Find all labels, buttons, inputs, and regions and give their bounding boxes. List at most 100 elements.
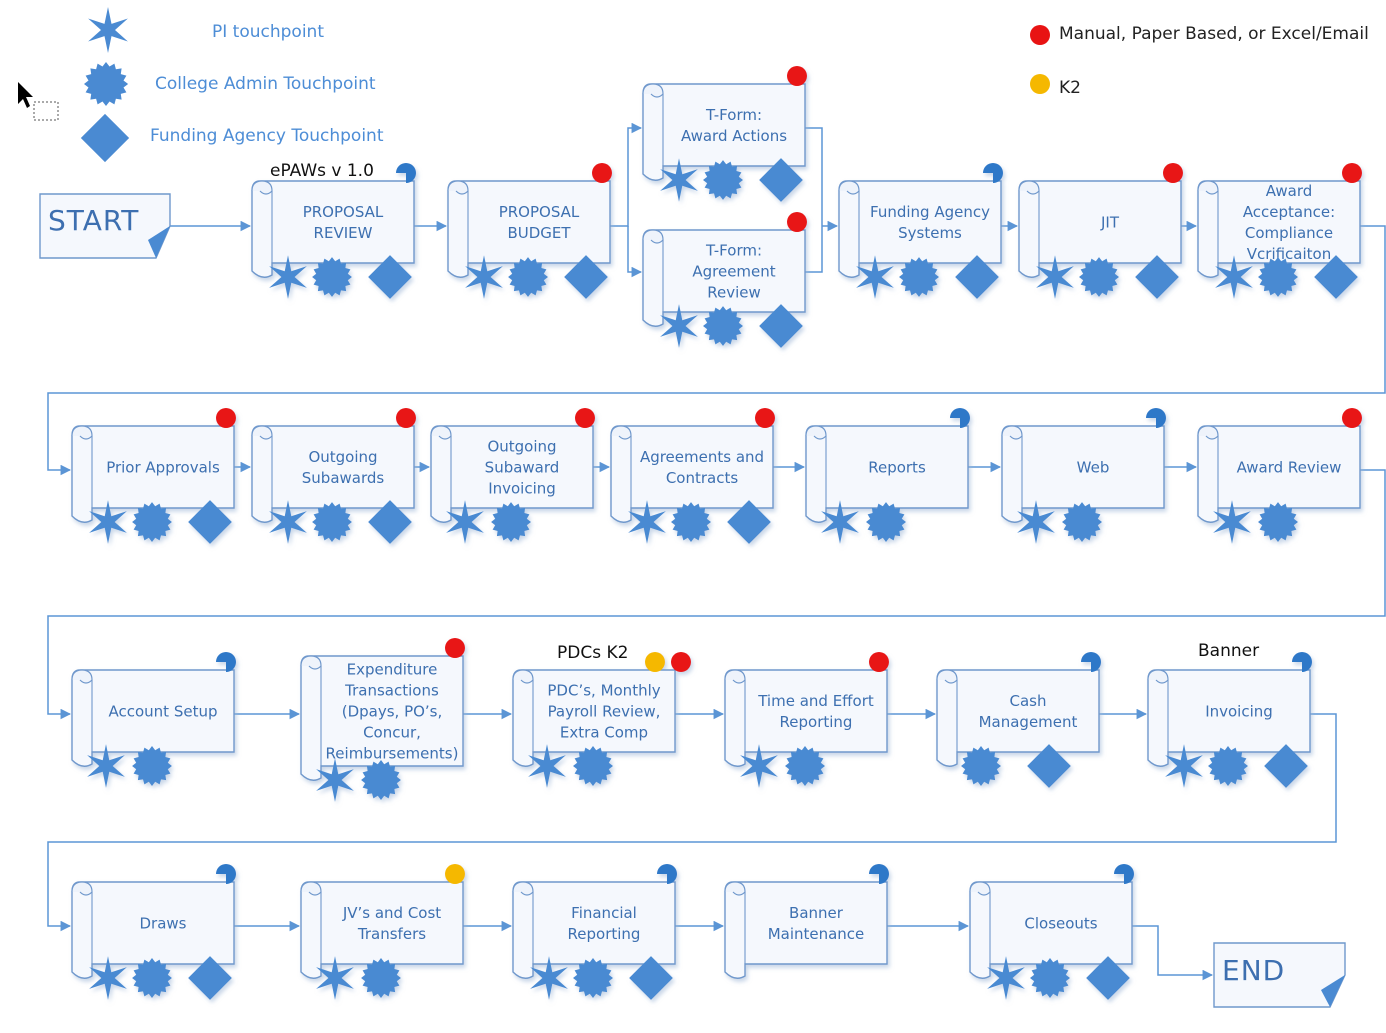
step-label: Reports xyxy=(868,458,926,476)
star-icon xyxy=(530,956,568,1000)
touchpoint-pi xyxy=(821,500,859,544)
legend-label: Manual, Paper Based, or Excel/Email xyxy=(1059,24,1369,44)
step-draws: Draws xyxy=(71,864,236,1000)
touchpoint-pi xyxy=(1017,500,1055,544)
manual-status-icon xyxy=(445,638,465,658)
touchpoint-funding xyxy=(629,956,673,1000)
touchpoint-pi xyxy=(446,500,484,544)
diamond-icon xyxy=(629,956,673,1000)
touchpoint-pi xyxy=(1213,500,1251,544)
star-icon xyxy=(316,758,354,802)
diamond-icon xyxy=(368,255,412,299)
seal-icon xyxy=(132,502,172,542)
seal-icon xyxy=(1208,746,1248,786)
touchpoint-pi xyxy=(740,744,778,788)
star-icon xyxy=(89,956,127,1000)
seal-icon xyxy=(361,760,401,800)
diamond-icon xyxy=(955,255,999,299)
touchpoint-college xyxy=(508,257,548,297)
scroll-curl xyxy=(805,425,827,440)
seal-icon xyxy=(573,958,613,998)
flow-arrow xyxy=(1132,925,1214,981)
step-label: T-Form:Award Actions xyxy=(681,106,787,145)
touchpoint-pi xyxy=(660,304,698,348)
banner-caption: Banner xyxy=(1198,641,1259,661)
pdcs-caption: PDCs K2 xyxy=(557,643,628,663)
seal-icon xyxy=(1030,958,1070,998)
touchpoint-college xyxy=(573,746,613,786)
legend-item-manual: Manual, Paper Based, or Excel/Email xyxy=(1030,24,1369,45)
touchpoint-college xyxy=(1079,257,1119,297)
touchpoint-pi xyxy=(89,956,127,1000)
end-label: END xyxy=(1222,954,1285,987)
star-icon xyxy=(528,744,566,788)
manual-status-icon xyxy=(1163,163,1183,183)
scroll-curl xyxy=(642,83,664,98)
star-icon xyxy=(269,500,307,544)
scroll-curl xyxy=(1197,425,1219,440)
star-icon xyxy=(1165,744,1203,788)
scroll-curl xyxy=(71,425,93,440)
step-jit: JIT xyxy=(1018,163,1183,299)
star-icon xyxy=(660,158,698,202)
manual-status-icon xyxy=(787,212,807,232)
touchpoint-funding xyxy=(1135,255,1179,299)
star-icon xyxy=(269,255,307,299)
step-label: Draws xyxy=(140,914,187,932)
seal-icon xyxy=(491,502,531,542)
legend-item-k2: K2 xyxy=(1030,74,1081,98)
star-icon xyxy=(1213,500,1251,544)
legend-item-funding: Funding Agency Touchpoint xyxy=(80,113,384,163)
diamond-icon xyxy=(727,500,771,544)
touchpoint-pi xyxy=(269,255,307,299)
flow-arrow xyxy=(47,225,1386,476)
touchpoint-funding xyxy=(188,956,232,1000)
system-status-icon xyxy=(983,163,1003,183)
manual-status-icon xyxy=(216,408,236,428)
diamond-icon xyxy=(759,158,803,202)
manual-status-icon xyxy=(755,408,775,428)
diamond-icon xyxy=(1314,255,1358,299)
star-icon xyxy=(446,500,484,544)
cursor-icon xyxy=(18,82,59,121)
touchpoint-funding xyxy=(759,304,803,348)
diamond-icon xyxy=(759,304,803,348)
step-label: Invoicing xyxy=(1205,702,1273,720)
star-icon xyxy=(987,956,1025,1000)
scroll-curl xyxy=(71,881,93,896)
touchpoint-college xyxy=(1258,257,1298,297)
system-status-icon xyxy=(396,163,416,183)
scroll-curl xyxy=(838,180,860,195)
seal-icon xyxy=(508,257,548,297)
touchpoint-college xyxy=(361,760,401,800)
star-icon xyxy=(465,255,503,299)
manual-status-icon xyxy=(396,408,416,428)
touchpoint-funding xyxy=(1264,744,1308,788)
seal-icon xyxy=(312,502,352,542)
system-status-icon xyxy=(869,864,889,884)
touchpoint-funding xyxy=(955,255,999,299)
star-icon xyxy=(316,956,354,1000)
system-status-icon xyxy=(1146,408,1166,428)
scroll-curl xyxy=(251,180,273,195)
diamond-icon xyxy=(188,500,232,544)
scroll-curl xyxy=(642,229,664,244)
star-icon xyxy=(88,7,128,53)
system-status-icon xyxy=(1292,652,1312,672)
system-status-icon xyxy=(657,864,677,884)
touchpoint-college xyxy=(573,958,613,998)
